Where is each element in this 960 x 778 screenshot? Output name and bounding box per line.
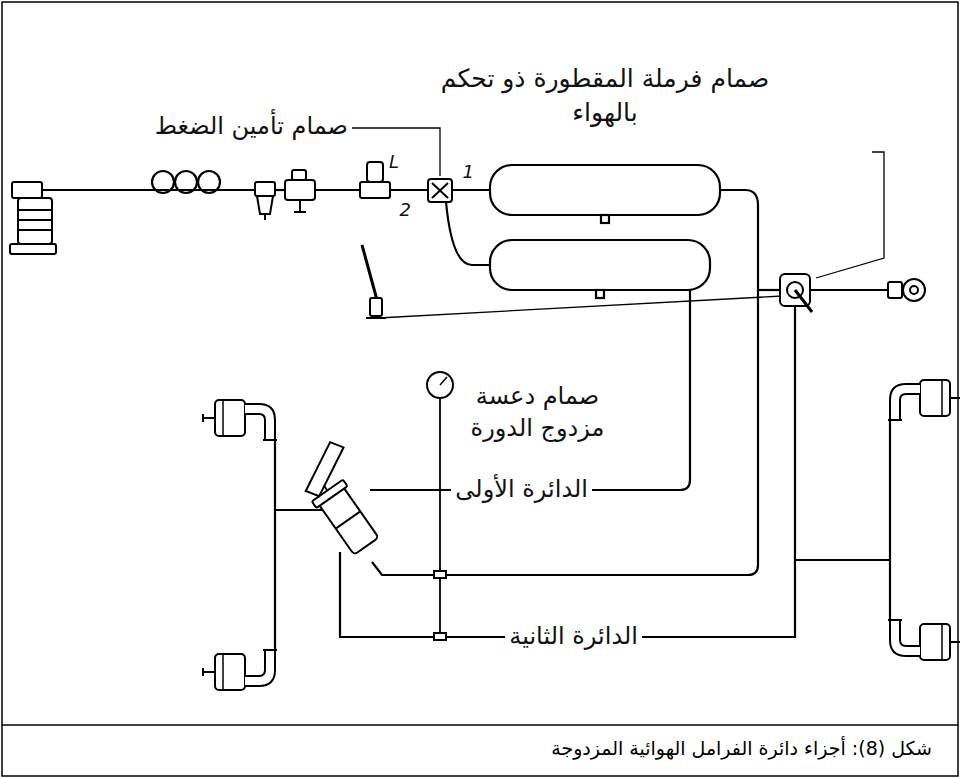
- callout-number: 2: [400, 198, 411, 222]
- leader-lines: [352, 128, 884, 278]
- circuit-label: الدائرة الثانية: [505, 620, 642, 652]
- circuit-label: الدائرة الأولى: [451, 473, 592, 505]
- reservoirs: [490, 165, 720, 298]
- coupling-head: [888, 279, 925, 301]
- trailer-valve: [780, 274, 812, 312]
- valve-label: صمام دعسة مزدوج الدورة: [460, 380, 615, 445]
- protection-valve: [428, 179, 452, 202]
- callout-number: L: [389, 150, 399, 174]
- pressure-gauge: [427, 372, 453, 640]
- valve-label: صمام فرملة المقطورة ذو تحكم بالهواء: [440, 62, 770, 130]
- hand-brake-valve: [362, 245, 782, 318]
- valve-label: صمام تأمين الضغط: [155, 110, 348, 142]
- water-separator: [255, 182, 275, 220]
- callout-number: 1: [463, 160, 474, 184]
- foot-brake-valve: [290, 438, 397, 558]
- figure-caption: شكل (8): أجزاء دائرة الفرامل الهوائية ال…: [551, 737, 932, 759]
- valve-l: [360, 162, 390, 198]
- compressor: [10, 182, 56, 254]
- pressure-regulator: [285, 170, 315, 212]
- cooling-coil: [150, 171, 222, 193]
- brake-chambers: [203, 380, 960, 690]
- pipes: [42, 190, 890, 650]
